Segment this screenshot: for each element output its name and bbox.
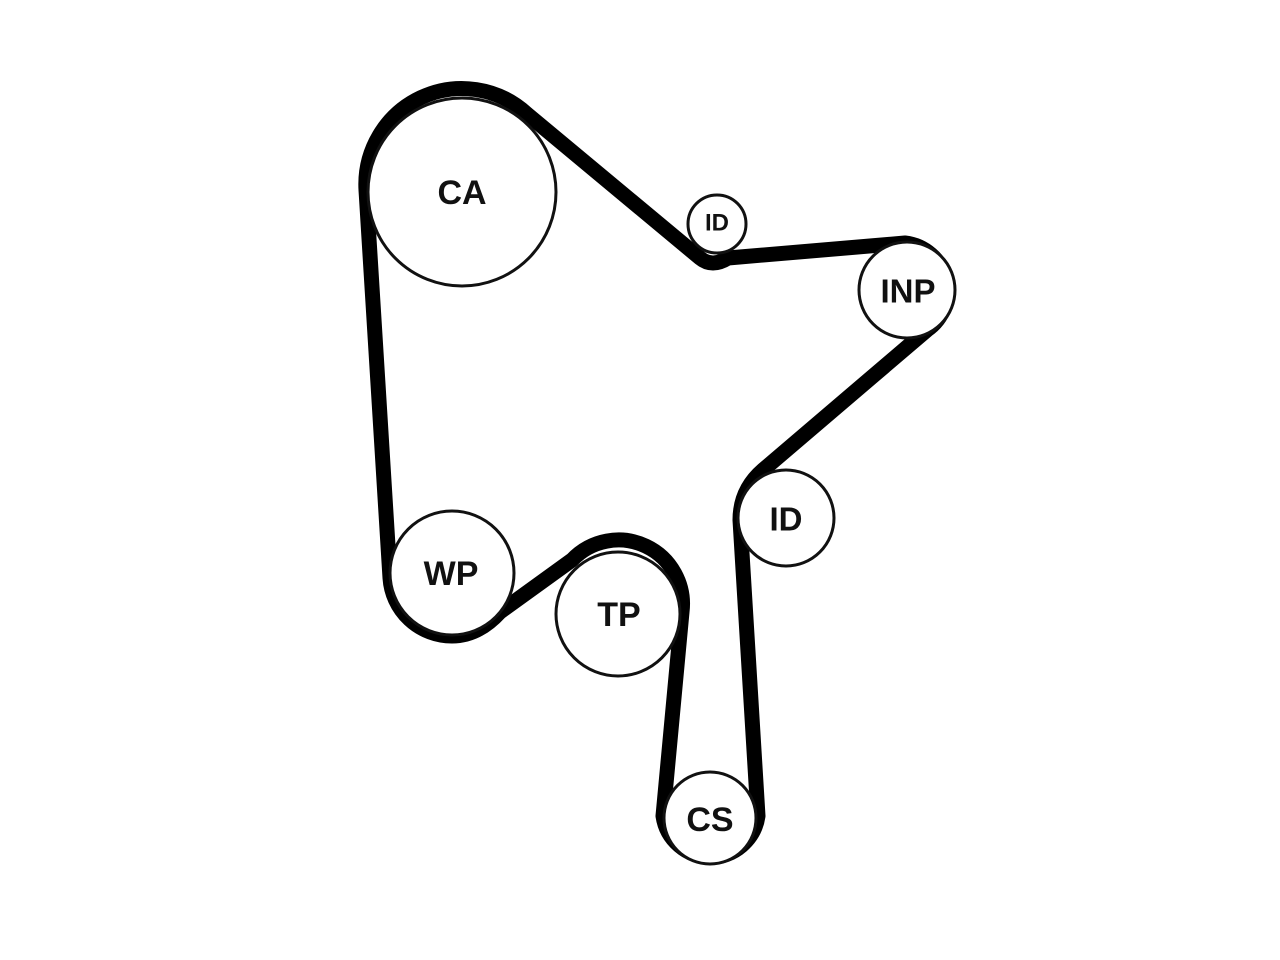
injection-pump-pulley: INP xyxy=(857,240,957,340)
injection-pump-pulley-circle xyxy=(857,240,957,340)
idler-top-pulley: ID xyxy=(686,193,748,255)
camshaft-pulley-circle xyxy=(366,96,558,288)
camshaft-pulley: CA xyxy=(366,96,558,288)
camshaft-label: CA xyxy=(437,174,486,212)
injection-pump-label: INP xyxy=(880,273,935,310)
tensioner-label: TP xyxy=(597,596,640,634)
crankshaft-pulley-circle xyxy=(662,770,758,866)
idler-right-label: ID xyxy=(770,501,803,538)
idler-top-label: ID xyxy=(705,210,729,237)
idler-top-pulley-circle xyxy=(686,193,748,255)
crankshaft-label: CS xyxy=(686,801,733,839)
crankshaft-pulley: CS xyxy=(662,770,758,866)
tensioner-pulley: TP xyxy=(554,550,682,678)
idler-right-pulley: ID xyxy=(736,468,836,568)
water-pump-pulley-circle xyxy=(388,509,516,637)
tensioner-pulley-circle xyxy=(554,550,682,678)
water-pump-label: WP xyxy=(424,555,479,593)
water-pump-pulley: WP xyxy=(388,509,516,637)
idler-right-pulley-circle xyxy=(736,468,836,568)
